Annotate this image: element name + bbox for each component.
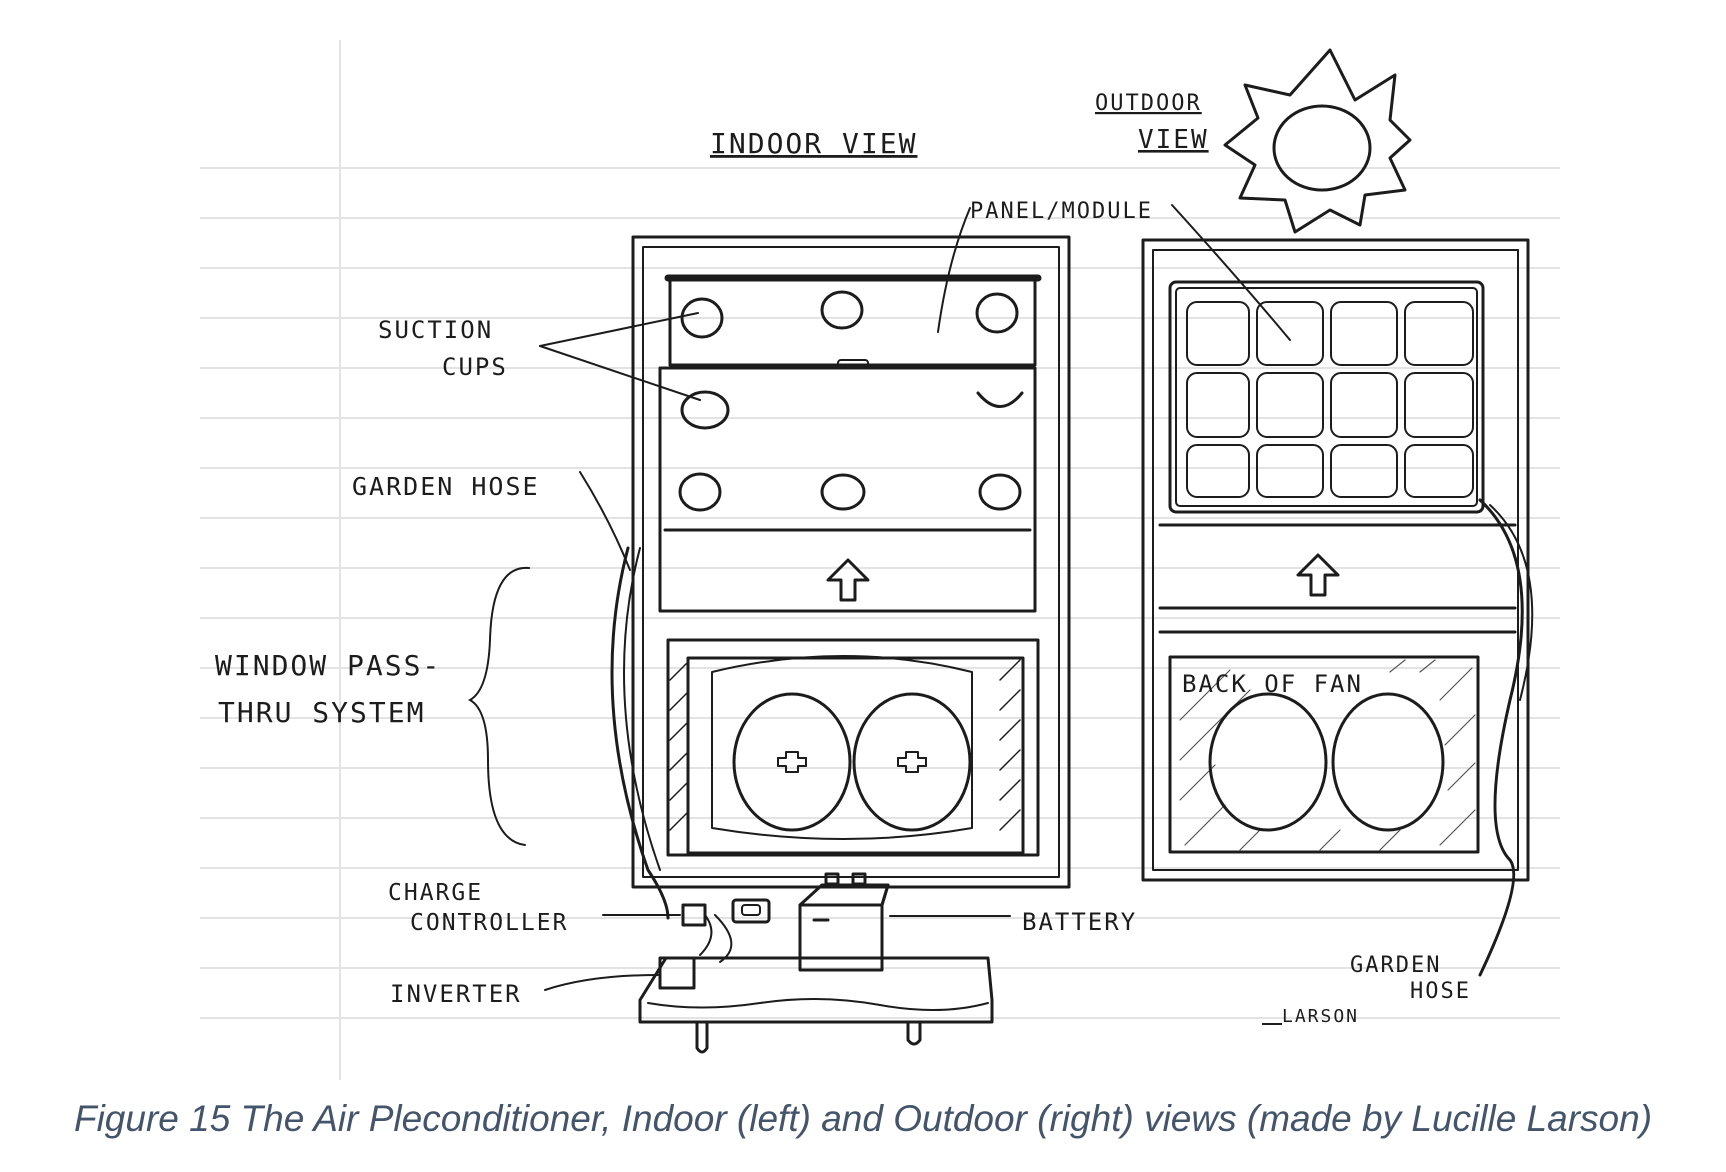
fan-back-left (1208, 692, 1328, 832)
garden-hose-left-label: GARDEN HOSE (352, 472, 540, 501)
solar-panel (1168, 280, 1485, 514)
back-of-fan-label: BACK OF FAN (1182, 670, 1363, 698)
diagram-labels: INDOOR VIEW OUTDOOR VIEW PANEL/MODULE SU… (215, 91, 1471, 1027)
air-pleconditioner-sketch: INDOOR VIEW OUTDOOR VIEW PANEL/MODULE SU… (200, 40, 1560, 1080)
battery-icon (798, 872, 890, 972)
fan-back-right (1331, 692, 1445, 832)
window-pass-thru-label-line1: WINDOW PASS- (215, 649, 441, 682)
panel-module-label: PANEL/MODULE (970, 199, 1153, 224)
suction-cup (680, 390, 730, 430)
inverter-label: INVERTER (390, 980, 522, 1008)
outdoor-heading-line2: VIEW (1138, 125, 1209, 155)
shelf (638, 956, 994, 1024)
suction-cup (820, 473, 866, 511)
figure-caption: Figure 15 The Air Pleconditioner, Indoor… (73, 1098, 1653, 1139)
charge-controller-label-line1: CHARGE (388, 880, 483, 906)
suction-cups-label-line2: CUPS (442, 353, 508, 381)
inverter (658, 956, 696, 990)
charge-controller (681, 903, 707, 927)
suction-cup (680, 297, 724, 339)
suction-cup (978, 473, 1022, 511)
garden-hose-right (1478, 498, 1524, 977)
outdoor-window-drawing (1141, 48, 1534, 977)
fan-left (732, 692, 852, 832)
garden-hose-right-label-line2: HOSE (1410, 979, 1471, 1004)
outdoor-heading-line1: OUTDOOR (1095, 91, 1202, 116)
artist-signature: LARSON (1282, 1006, 1359, 1027)
charge-controller-label-line2: CONTROLLER (410, 910, 568, 936)
suction-cup (820, 290, 864, 330)
suction-cup (678, 472, 722, 512)
indoor-window-drawing (610, 235, 1071, 1054)
suction-cups-label-line1: SUCTION (378, 316, 493, 344)
battery-label: BATTERY (1022, 908, 1137, 936)
up-arrow-icon (1296, 553, 1340, 597)
window-pass-thru-label-line2: THRU SYSTEM (218, 696, 425, 729)
suction-cup (975, 292, 1019, 334)
garden-hose-left (610, 546, 670, 920)
up-arrow-icon (826, 558, 870, 602)
sun-icon (1223, 48, 1412, 234)
notebook-ruled-lines (200, 40, 1560, 1080)
indoor-heading: INDOOR VIEW (710, 127, 917, 160)
garden-hose-right-label-line1: GARDEN (1350, 953, 1441, 978)
fan-right (852, 692, 972, 832)
leader-lines (467, 204, 1291, 991)
